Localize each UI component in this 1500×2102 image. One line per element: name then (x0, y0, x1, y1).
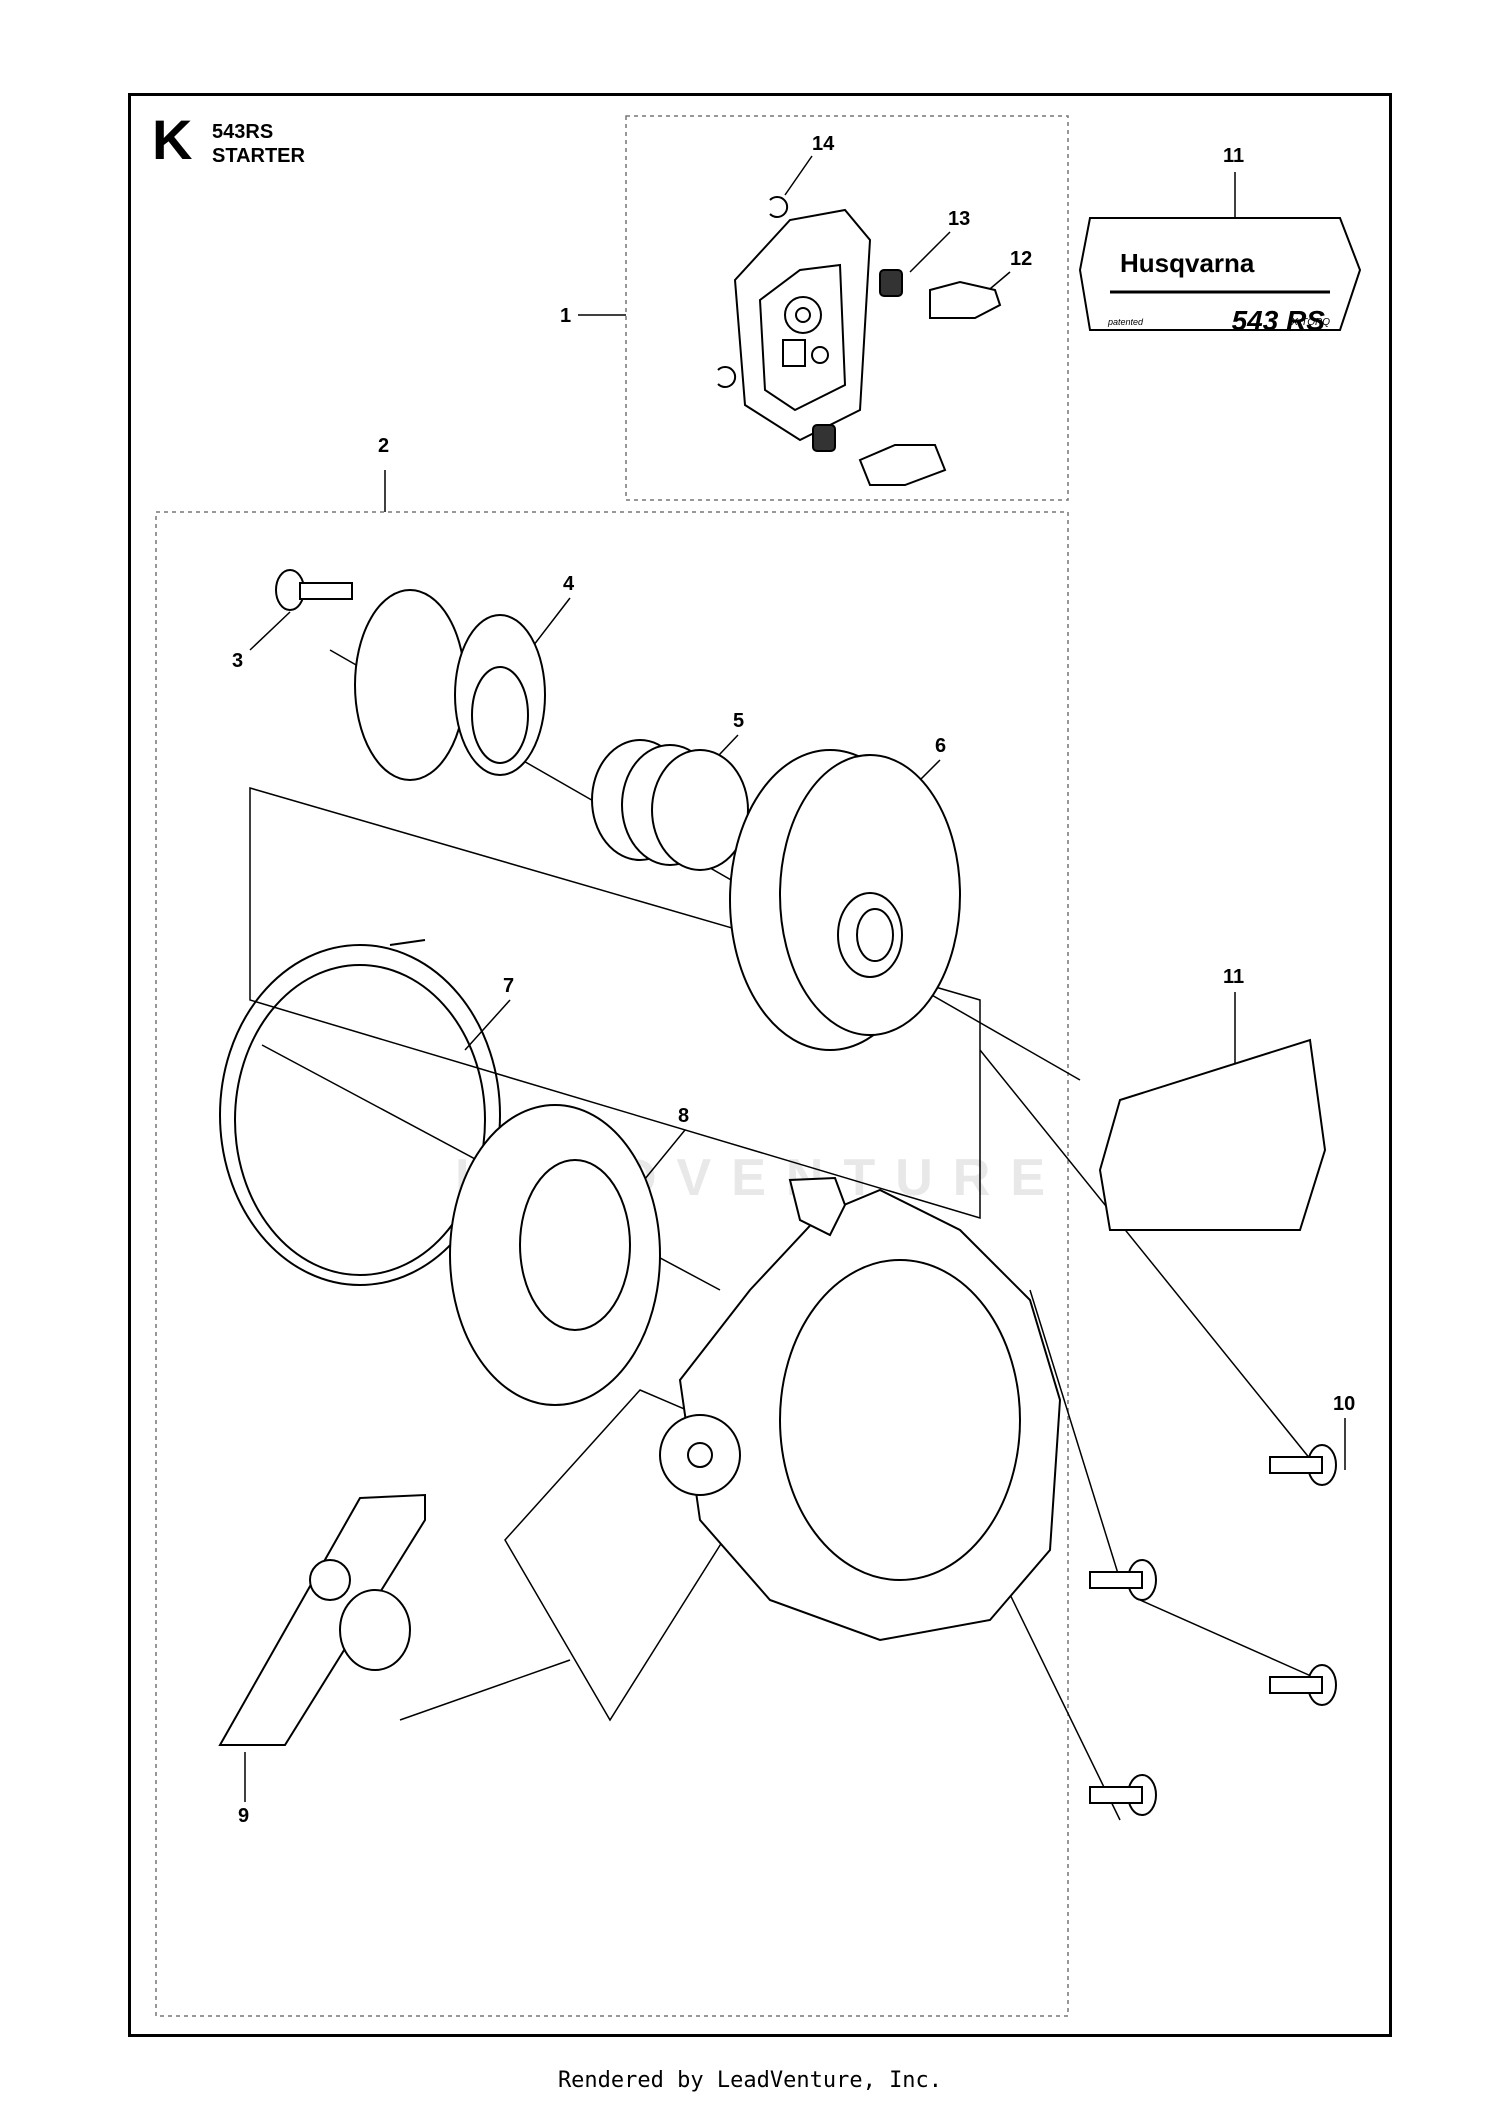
callout-3: 3 (232, 650, 243, 672)
callout-14: 14 (812, 133, 835, 155)
callout-8: 8 (678, 1105, 689, 1127)
part-11-decal-blank (1098, 1038, 1327, 1231)
callout-13: 13 (948, 208, 970, 230)
callout-7: 7 (503, 975, 514, 997)
part-11-decal: Husqvarna 543 RS patented X-TORQ (1078, 217, 1362, 336)
decal-brand: Husqvarna (1120, 248, 1255, 278)
part-14-clip (717, 196, 789, 388)
decal-left-note: patented (1107, 317, 1144, 327)
part-7-rope (219, 939, 501, 1286)
decal-model: 543 RS (1232, 305, 1326, 336)
callout-9: 9 (238, 1805, 249, 1827)
part-5-coil (591, 739, 749, 871)
callout-1: 1 (560, 305, 571, 327)
callout-11-top: 11 (1223, 145, 1244, 167)
part-9-handle (218, 1493, 426, 1746)
part-1-bracket (733, 208, 872, 442)
part-12-pawl (858, 280, 1002, 486)
group-box-1 (625, 115, 1069, 501)
diagram-frame (128, 93, 1392, 2037)
callout-5: 5 (733, 710, 744, 732)
starter-housing (659, 1176, 1062, 1642)
callout-11-bottom: 11 (1223, 966, 1244, 988)
callout-12: 12 (1010, 248, 1032, 270)
callout-2: 2 (378, 435, 389, 457)
part-4-bushing (354, 589, 546, 781)
part-8-washer (449, 1104, 661, 1406)
section-letter: K (152, 108, 193, 171)
callouts: 1 2 3 4 5 6 7 8 9 10 11 11 12 13 14 (232, 133, 1355, 1827)
group-box-2 (155, 511, 1069, 2017)
section-title: STARTER (212, 145, 305, 167)
part-3-screw (275, 569, 353, 611)
footer-credit: Rendered by LeadVenture, Inc. (557, 2068, 943, 2093)
model-label: 543RS (212, 121, 274, 143)
part-6-pulley (729, 749, 961, 1051)
decal-right-note: X-TORQ (1290, 317, 1330, 328)
callout-6: 6 (935, 735, 946, 757)
part-13-spring (812, 269, 903, 452)
callout-4: 4 (563, 573, 575, 595)
part-10-screws (1089, 1444, 1337, 1816)
callout-10: 10 (1333, 1393, 1355, 1415)
